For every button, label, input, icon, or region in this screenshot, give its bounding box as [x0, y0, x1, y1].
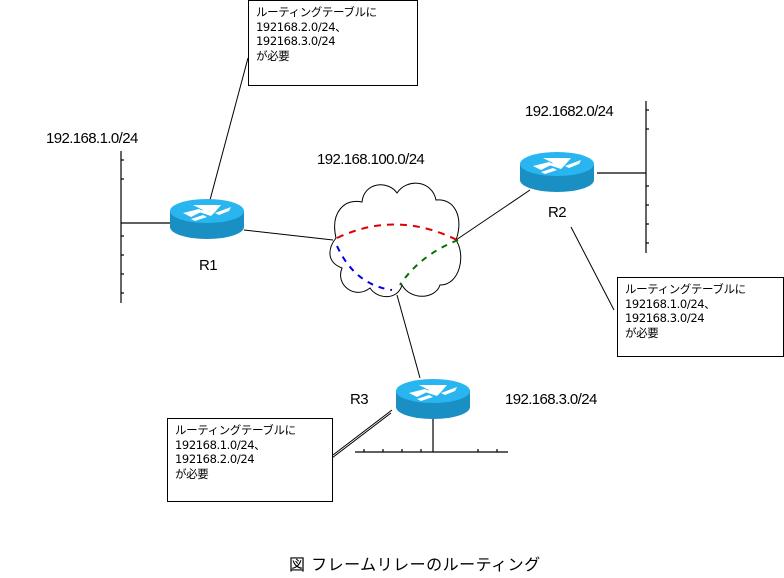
lan-label-r3: 192.168.3.0/24	[505, 391, 597, 408]
callout-r1: ルーティングテーブルに 192168.2.0/24、 192168.3.0/24…	[248, 0, 418, 86]
lan-segment-r2	[597, 101, 649, 253]
lan-label-r1: 192.168.1.0/24	[46, 130, 138, 147]
router-r3-icon[interactable]	[396, 379, 470, 419]
callout-r1-line: 192168.3.0/24	[256, 34, 336, 48]
cloud-label: 192.168.100.0/24	[317, 151, 425, 168]
router-label-r3: R3	[350, 391, 369, 408]
frame-relay-cloud	[329, 182, 462, 298]
callout-r2-line: 192168.1.0/24、	[625, 296, 716, 311]
callout-leaders	[209, 57, 615, 459]
pvc-r1-r3	[336, 245, 393, 291]
lan-label-r2: 192.1682.0/24	[525, 103, 614, 120]
callout-r3-line: ルーティングテーブルに	[175, 423, 296, 437]
callout-r2-line: ルーティングテーブルに	[625, 282, 746, 296]
callout-r3: ルーティングテーブルに 192168.1.0/24、 192168.2.0/24…	[167, 418, 333, 502]
router-r2-icon[interactable]	[520, 152, 594, 192]
callout-r1-line: ルーティングテーブルに	[256, 5, 377, 19]
callout-r1-line: が必要	[256, 48, 290, 63]
lan-segment-r3	[355, 418, 508, 453]
callout-r2-line: が必要	[625, 325, 659, 340]
callout-r3-line: が必要	[175, 466, 209, 481]
router-label-r2: R2	[548, 204, 567, 221]
figure-caption: 図 フレームリレーのルーティング	[289, 555, 541, 574]
callout-r3-line: 192168.2.0/24	[175, 452, 255, 466]
pvc-r1-r2	[336, 223, 458, 241]
callout-r2-line: 192168.3.0/24	[625, 311, 705, 325]
callout-r2: ルーティングテーブルに 192168.1.0/24、 192168.3.0/24…	[617, 277, 784, 357]
pvc-r2-r3	[399, 239, 459, 286]
router-r1-icon[interactable]	[170, 199, 244, 239]
lan-segment-r1	[120, 151, 170, 303]
router-label-r1: R1	[199, 257, 218, 274]
wan-links	[243, 189, 531, 379]
callout-r3-line: 192168.1.0/24、	[175, 437, 266, 452]
callout-r1-line: 192168.2.0/24、	[256, 19, 347, 34]
